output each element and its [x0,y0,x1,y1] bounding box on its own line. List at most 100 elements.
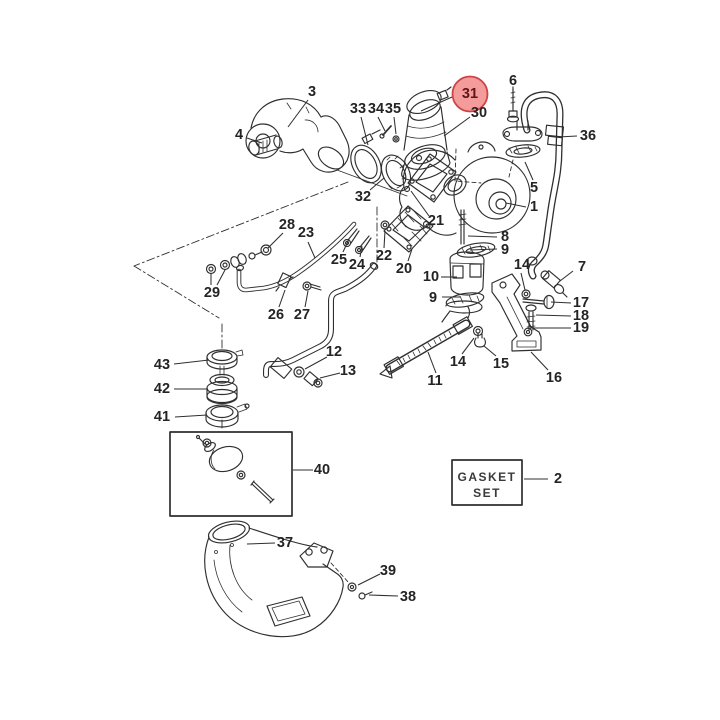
callout-15[interactable]: 15 [493,356,509,372]
callout-3[interactable]: 3 [308,84,316,100]
leader-line-25 [342,238,350,253]
hose-36 [520,91,565,280]
callout-42[interactable]: 42 [154,381,170,397]
callout-19[interactable]: 19 [573,320,589,336]
leader-line-26 [278,289,286,308]
leader-line-7 [559,270,574,282]
part-8-stud [458,209,467,245]
callout-6[interactable]: 6 [509,73,517,89]
part-42-bellows [206,373,238,405]
callout-37[interactable]: 37 [277,535,293,551]
part-1-turbocharger [398,141,531,236]
leader-line-43 [173,359,210,365]
leader-line-3 [287,99,309,128]
part-30-hose-sleeve [401,99,451,181]
callout-23[interactable]: 23 [298,225,314,241]
part-3-exhaust-elbow [245,98,350,173]
part-21-adapter-plate [407,153,457,203]
callout-13[interactable]: 13 [340,363,356,379]
oil-pipe [263,262,379,378]
callout-38[interactable]: 38 [400,589,416,605]
callout-43[interactable]: 43 [154,357,170,373]
part-39-washer [347,582,357,592]
callout-39[interactable]: 39 [380,563,396,579]
callout-24[interactable]: 24 [349,257,365,273]
callout-26[interactable]: 26 [268,307,284,323]
callout-14[interactable]: 14 [450,354,466,370]
part-35-nut [392,135,400,143]
part-16-bracket [491,273,542,352]
callout-22[interactable]: 22 [376,248,392,264]
leader-line-12 [304,356,328,370]
callout-28[interactable]: 28 [279,217,295,233]
leader-line-33 [360,116,369,146]
leader-line-16 [530,351,549,371]
callout-14[interactable]: 14 [514,257,530,273]
leader-line-4 [246,137,263,144]
part-19-washer [523,327,533,337]
leader-line-5 [524,161,534,181]
part-10-spacer [449,251,485,296]
callout-12[interactable]: 12 [326,344,342,360]
part-29-washers [205,259,231,275]
leader-line-36 [557,135,578,138]
leader-line-35 [393,116,397,135]
callout-34[interactable]: 34 [368,101,384,117]
callout-21[interactable]: 21 [428,213,444,229]
tube-23 [235,221,357,293]
callout-4[interactable]: 4 [235,127,243,143]
part-12-fitting [269,357,305,379]
callout-18[interactable]: 18 [573,308,589,324]
callout-8[interactable]: 8 [501,229,509,245]
part-37-exhaust-elbow [204,520,344,638]
callout-9[interactable]: 9 [429,290,437,306]
callout-20[interactable]: 20 [396,261,412,277]
part-24-stud [354,235,372,255]
gasket-set-line1: GASKET [457,470,516,484]
leader-line-13 [319,372,341,379]
leader-line-31 [420,96,453,112]
callout-16[interactable]: 16 [546,370,562,386]
callout-11[interactable]: 11 [427,373,442,389]
callout-33[interactable]: 33 [350,101,366,117]
highlight-circle-31[interactable] [451,75,489,113]
leader-line-29 [216,269,226,286]
callout-32[interactable]: 32 [355,189,371,205]
callout-17[interactable]: 17 [573,295,589,311]
gasket-set-line2: SET [473,486,501,500]
callout-25[interactable]: 25 [331,252,347,268]
leader-line-17 [550,301,572,304]
callout-1[interactable]: 1 [530,199,538,215]
callout-31[interactable]: 31 [462,86,478,102]
leader-line-24 [359,245,363,258]
leader-line-38 [368,594,399,597]
leader-line-11 [427,351,437,374]
callout-27[interactable]: 27 [294,307,310,323]
callout-9[interactable]: 9 [501,242,509,258]
callout-35[interactable]: 35 [385,101,401,117]
callout-2[interactable]: 2 [554,471,562,487]
callout-30[interactable]: 30 [471,105,487,121]
callout-36[interactable]: 36 [580,128,596,144]
leader-line-14 [520,272,526,291]
part-13-nut [303,371,323,388]
part-25-stud [342,228,360,248]
callout-29[interactable]: 29 [204,285,220,301]
leader-line-15 [483,345,497,357]
part-18-bolt [525,304,537,331]
leader-line-23 [307,241,316,259]
callout-10[interactable]: 10 [423,269,439,285]
gasket-set-box: GASKET SET [451,459,523,506]
callout-41[interactable]: 41 [154,409,170,425]
part-43-ring [206,349,244,376]
callout-7[interactable]: 7 [578,259,586,275]
callout-5[interactable]: 5 [530,180,538,196]
part-5-flange-and-gasket [502,120,543,158]
leader-line-9 [469,248,498,251]
part-38-bolt [358,591,373,600]
leader-line-18 [535,314,572,317]
callout-40[interactable]: 40 [314,462,330,478]
